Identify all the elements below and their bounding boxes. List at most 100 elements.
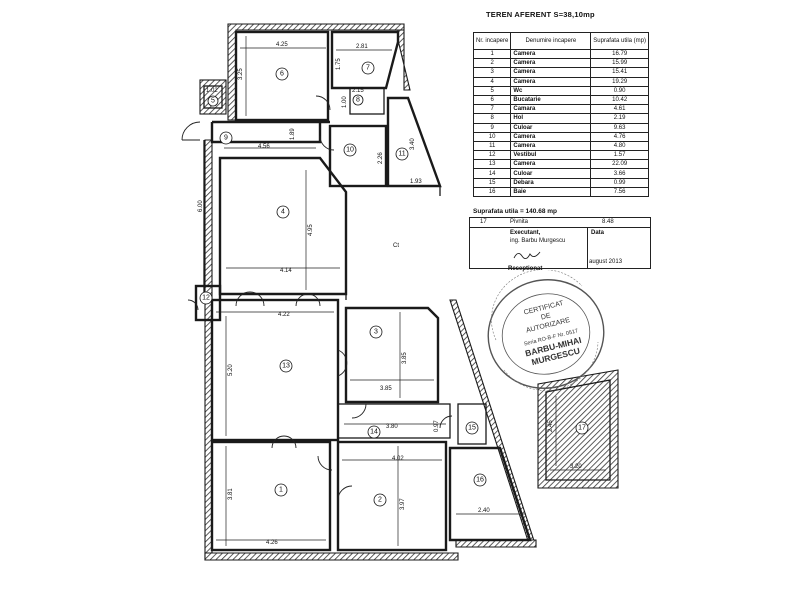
room-label-14: 14 (370, 429, 378, 436)
dim-cellar-height: 2.45 (548, 420, 554, 432)
courtyard-label: Ct (393, 243, 399, 249)
room-name-cell: Culoar (510, 122, 592, 133)
room-label-11: 11 (398, 151, 405, 158)
room-area-cell: 0.99 (590, 177, 649, 188)
dim-r8-height: 1.00 (342, 96, 348, 108)
cellar-row-nr: 17 (480, 219, 487, 225)
room-nr-cell: 16 (472, 186, 512, 198)
room-name-cell: Camera (510, 159, 592, 170)
room-label-9: 9 (224, 135, 228, 142)
plot-area-title: TEREN AFERENT S=38,10mp (486, 10, 595, 19)
room-name-cell: Camera (510, 58, 592, 69)
room-name-cell: Baie (510, 186, 592, 198)
room-area-cell: 3.66 (590, 168, 649, 179)
room-name-cell: Hol (510, 113, 592, 124)
room-nr-cell: 9 (472, 122, 512, 133)
room-name-cell: Camera (510, 67, 592, 78)
room-nr-cell: 13 (472, 159, 512, 170)
dim-r4-width: 4.14 (280, 268, 292, 274)
authorization-stamp: CERTIFICAT DE AUTORIZARE Seria RO-B-F Nr… (487, 270, 605, 391)
room-name-cell: Debara (510, 177, 592, 188)
room-markers: 1 2 3 4 5 6 7 8 9 10 11 12 13 14 15 16 C… (199, 61, 487, 507)
rooms-table: Nr. incapere Denumire incapere Suprafata… (472, 32, 649, 198)
room-area-cell: 2.19 (590, 113, 649, 124)
dim-r13-height: 5.20 (228, 364, 234, 376)
room-label-7: 7 (366, 65, 370, 72)
stamp-line2: DE (540, 312, 551, 321)
room-area-cell: 1.57 (590, 150, 649, 161)
header-area: Suprafata utila (mp) (590, 32, 649, 50)
header-name: Denumire incapere (510, 32, 592, 50)
header-nr: Nr. incapere (472, 32, 512, 50)
room-nr-cell: 3 (472, 67, 512, 78)
room-label-17: 17 (578, 425, 586, 432)
dim-r3-width: 3.85 (380, 386, 392, 392)
room-nr-cell: 10 (472, 131, 512, 142)
room-label-12: 12 (202, 295, 210, 302)
outer-walls (204, 23, 537, 561)
dim-r7-height: 1.75 (336, 58, 342, 70)
dim-r14-width: 3.80 (386, 424, 398, 430)
room-label-6: 6 (280, 71, 284, 78)
room-nr-cell: 4 (472, 76, 512, 87)
dim-r13-width: 4.22 (278, 312, 290, 318)
room-nr-cell: 1 (472, 48, 512, 60)
room-label-10: 10 (346, 147, 354, 154)
dim-r5: 1.02 (206, 88, 218, 94)
dim-r11-width: 1.93 (410, 179, 422, 185)
dim-r7-width: 2.81 (356, 44, 368, 50)
room-area-cell: 10.42 (590, 94, 649, 106)
room-area-cell: 4.61 (590, 104, 649, 115)
room-nr-cell: 2 (472, 58, 512, 69)
room-name-cell: Camera (510, 140, 592, 152)
signature-divider (587, 227, 588, 268)
dim-r1-width: 4.26 (266, 540, 278, 546)
table-header-row: Nr. incapere Denumire incapere Suprafata… (472, 32, 649, 50)
dim-r11-height: 3.40 (410, 138, 416, 150)
room-nr-cell: 12 (472, 150, 512, 161)
room-name-cell: Wc (510, 85, 592, 96)
usable-area-total: Suprafata utila = 140.68 mp (473, 208, 557, 215)
dim-r9-height: 1.89 (290, 128, 296, 140)
cellar-row: 17 Pivnita 8.48 (470, 218, 650, 228)
room-area-cell: 4.76 (590, 131, 649, 142)
signature-box: 17 Pivnita 8.48 Executant, ing. Barbu Mu… (469, 217, 651, 269)
room-nr-cell: 8 (472, 113, 512, 124)
dim-cellar-width: 3.20 (570, 464, 582, 470)
room-area-cell: 16.79 (590, 48, 649, 60)
dim-r1-height: 3.81 (228, 488, 234, 500)
room-label-13: 13 (282, 363, 290, 370)
dim-r14-height: 0.97 (434, 420, 440, 432)
room-name-cell: Camara (510, 104, 592, 115)
room-nr-cell: 7 (472, 104, 512, 115)
room-label-5: 5 (211, 98, 215, 105)
room-name-cell: Vestibul (510, 150, 592, 161)
room-label-4: 4 (281, 209, 285, 216)
dim-r4-height: 4.95 (308, 224, 314, 236)
doors (181, 95, 453, 501)
room-walls (194, 30, 532, 552)
room-name-cell: Camera (510, 48, 592, 60)
engineer-name: ing. Barbu Murgescu (510, 238, 566, 244)
date-value: august 2013 (589, 259, 623, 265)
cellar-plan: 3.20 2.45 17 (537, 369, 619, 489)
room-area-cell: 0.90 (590, 85, 649, 96)
cellar-row-name: Pivnita (510, 219, 529, 225)
room-name-cell: Bucatarie (510, 94, 592, 106)
dim-r10-height: 2.26 (378, 152, 384, 164)
dimension-labels: 4.25 3.25 2.81 1.75 2.15 1.00 1.02 4.56 … (198, 42, 490, 546)
room-area-cell: 7.56 (590, 186, 649, 198)
room-label-2: 2 (378, 497, 382, 504)
